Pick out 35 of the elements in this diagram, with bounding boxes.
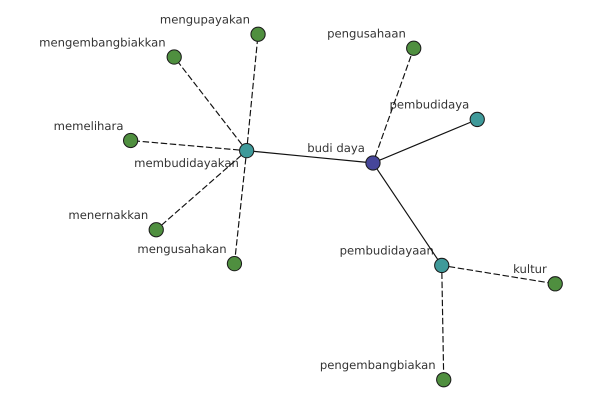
node-circle [166, 48, 182, 64]
node-circle [434, 257, 450, 273]
node-circle [365, 154, 381, 170]
node-circle [226, 256, 242, 271]
connector [441, 272, 444, 372]
node-circle [548, 276, 563, 291]
node-label: memelihara [54, 118, 124, 132]
node-label: pembudidaya [390, 97, 470, 112]
node-circle [148, 222, 164, 237]
connector [162, 154, 242, 225]
node-label: budi daya [307, 140, 365, 155]
node-label: mengembangbiakkan [39, 34, 166, 49]
connector [374, 54, 412, 156]
node-label: pengembangbiakan [320, 357, 436, 372]
connector [380, 121, 470, 160]
node-circle [406, 40, 422, 56]
node-circle [239, 142, 254, 158]
node-circle [470, 111, 485, 127]
connector [448, 266, 548, 283]
node-label: membudidayakan [134, 156, 239, 170]
node-circle [250, 26, 266, 42]
node-label: mengupayakan [160, 12, 250, 26]
connector [138, 140, 240, 150]
connector [234, 158, 246, 256]
node-label: menernakkan [68, 208, 148, 222]
node-label: kultur [513, 262, 547, 276]
connector [254, 150, 366, 162]
node-label: pembudidayaan [340, 243, 434, 258]
node-label: mengusahakan [137, 241, 227, 256]
connector [376, 168, 438, 260]
connector [246, 40, 258, 143]
node-circle [122, 132, 138, 148]
node-label: pengusahaan [327, 26, 406, 40]
node-circle [436, 372, 452, 387]
connector [178, 62, 242, 144]
